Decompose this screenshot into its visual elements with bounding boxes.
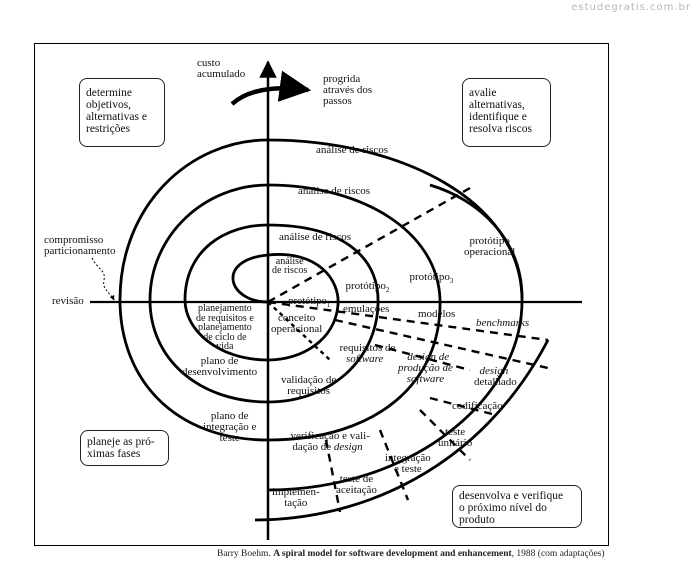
cost-label: custo acumulado bbox=[197, 57, 246, 80]
development-plan-label: plano de desenvolvimento bbox=[182, 355, 258, 378]
determine-objectives-text: determine objetivos, alternativas e rest… bbox=[86, 87, 147, 135]
spiral-ring-outer bbox=[429, 183, 524, 299]
figure-frame bbox=[34, 43, 609, 546]
prototype-1: protótipo1 bbox=[288, 296, 331, 310]
requirements-validation-label: validação de requisitos bbox=[281, 374, 337, 397]
prototype-2: protótipo2 bbox=[345, 280, 390, 295]
dashed-design bbox=[374, 343, 471, 372]
caption-suffix: , 1988 (com adaptações) bbox=[511, 549, 605, 559]
coding-label: codificação bbox=[452, 400, 503, 412]
review-label: revisão bbox=[52, 295, 84, 307]
dashed-coding bbox=[429, 396, 493, 416]
plan-next-phases-box: planeje as pró- ximas fases bbox=[80, 430, 169, 466]
prototype-operational: protótipo operacional bbox=[464, 235, 516, 258]
evaluate-alternatives-text: avalie alternativas, identifique e resol… bbox=[469, 87, 532, 135]
commitment-label: compromisso particionamento bbox=[44, 234, 116, 257]
dashed-integration bbox=[378, 429, 410, 501]
develop-verify-text: desenvolva e verifique o próximo nível d… bbox=[459, 490, 564, 526]
unit-test-label: teste unitário bbox=[438, 426, 473, 449]
spiral-rings bbox=[118, 138, 550, 522]
models-label: modelos bbox=[418, 308, 456, 320]
determine-objectives-box: determine objetivos, alternativas e rest… bbox=[79, 78, 165, 147]
watermark-text: estudegratis.com.br bbox=[571, 2, 691, 13]
integration-plan-label: plano de integração e teste bbox=[203, 410, 257, 444]
integration-test-label: integração e teste bbox=[385, 452, 431, 475]
implementation-label: implemen- tação bbox=[272, 486, 320, 509]
plan-next-phases-text: planeje as pró- ximas fases bbox=[87, 436, 155, 460]
risk-analysis-1: análise de riscos bbox=[272, 256, 308, 276]
dashed-ne bbox=[267, 186, 471, 304]
bottom-sweep bbox=[254, 339, 550, 522]
operational-concept-label: conceito operacional bbox=[271, 312, 323, 335]
spiral-ring-1 bbox=[118, 138, 524, 492]
caption-author: Barry Boehm. bbox=[217, 549, 271, 559]
risk-analysis-3: análise de riscos bbox=[298, 185, 371, 197]
evaluate-alternatives-box: avalie alternativas, identifique e resol… bbox=[462, 78, 551, 147]
dashed-unit bbox=[419, 409, 471, 461]
progress-label: progrida através dos passos bbox=[323, 73, 373, 107]
dashed-models bbox=[267, 300, 549, 342]
dashed-acceptance bbox=[324, 439, 342, 513]
dashed-separators bbox=[267, 186, 549, 513]
emulations-label: emulações bbox=[343, 303, 390, 315]
benchmarks-label: benchmarks bbox=[476, 317, 530, 329]
caption-title: A spiral model for software development … bbox=[273, 549, 512, 559]
acceptance-test-label: teste de aceitação bbox=[336, 473, 377, 496]
risk-analysis-4: análise de riscos bbox=[316, 144, 389, 156]
figure-caption: Barry Boehm. A spiral model for software… bbox=[217, 549, 605, 559]
prototype-3: protótipo3 bbox=[409, 271, 454, 286]
design-verification-label: verificação e vali-dação de design bbox=[290, 430, 370, 453]
commitment-arrow bbox=[91, 257, 115, 301]
requirements-plan-label: planejamento de requisitos e planejament… bbox=[196, 303, 254, 352]
cost-arrow bbox=[230, 70, 312, 106]
develop-verify-box: desenvolva e verifique o próximo nível d… bbox=[452, 485, 582, 528]
risk-analysis-2: análise de riscos bbox=[279, 231, 352, 243]
dashed-inner bbox=[267, 301, 331, 361]
